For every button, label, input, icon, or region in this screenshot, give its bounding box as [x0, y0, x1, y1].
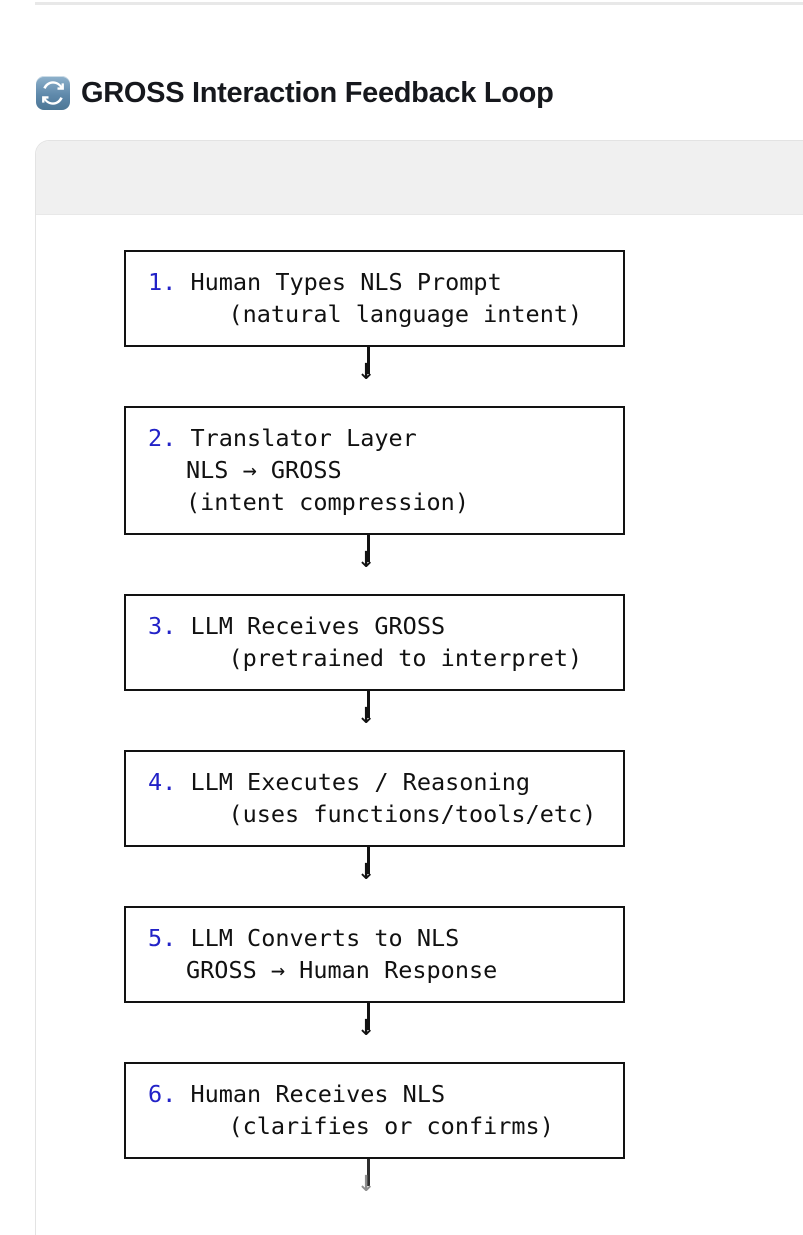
flow-arrow-stem [367, 691, 370, 718]
down-arrow-icon: ↓ [357, 696, 376, 731]
flow-step-text: LLM Converts to NLS [190, 924, 460, 952]
flow-step-box: 1. Human Types NLS Prompt (natural langu… [124, 250, 625, 347]
flow-step-number: 2. [148, 424, 177, 452]
flow-step-box: 4. LLM Executes / Reasoning (uses functi… [124, 750, 625, 847]
flow-step-text: LLM Receives GROSS [190, 612, 446, 640]
down-arrow-icon: ↓ [357, 1008, 376, 1043]
flow-step-text: Translator Layer [190, 424, 417, 452]
flow-step-box: 3. LLM Receives GROSS (pretrained to int… [124, 594, 625, 691]
diagram-card: 1. Human Types NLS Prompt (natural langu… [35, 140, 803, 1235]
flow-step-line: (pretrained to interpret) [186, 644, 583, 672]
flow-step-line: NLS → GROSS [186, 456, 342, 484]
card-header-bar [36, 141, 803, 215]
flow-arrow: ↓ [124, 1159, 625, 1218]
flow-step-box: 6. Human Receives NLS (clarifies or conf… [124, 1062, 625, 1159]
flow-arrow: ↓ [124, 1003, 625, 1062]
flow-arrow: ↓ [124, 347, 625, 406]
flow-step-line: 2. Translator Layer [148, 422, 607, 454]
flow-arrow-stem [367, 1003, 370, 1030]
flow-step-number: 3. [148, 612, 177, 640]
flow-arrow-stem [367, 1159, 370, 1186]
flow-step-number: 4. [148, 768, 177, 796]
sync-arrows-icon [36, 76, 70, 110]
flow-step-line: 6. Human Receives NLS [148, 1078, 607, 1110]
flow-step-line: 5. LLM Converts to NLS [148, 922, 607, 954]
flow-arrow-stem [367, 847, 370, 874]
flow-step-text: Human Receives NLS [190, 1080, 446, 1108]
flow-step-number: 6. [148, 1080, 177, 1108]
flow-step-line: GROSS → Human Response [186, 956, 498, 984]
flow-step-line: (intent compression) [186, 488, 469, 516]
flow-step-line: (uses functions/tools/etc) [186, 800, 597, 828]
down-arrow-icon: ↓ [357, 352, 376, 387]
flow-arrow: ↓ [124, 691, 625, 750]
flow-arrow-stem [367, 347, 370, 374]
flow-step-number: 5. [148, 924, 177, 952]
flow-arrow-stem [367, 535, 370, 562]
flow-step-line: (natural language intent) [186, 300, 583, 328]
flow-step-line: 4. LLM Executes / Reasoning [148, 766, 607, 798]
flow-step-text: LLM Executes / Reasoning [190, 768, 531, 796]
flow-step-line: (clarifies or confirms) [186, 1112, 554, 1140]
flow-arrow: ↓ [124, 847, 625, 906]
flow-step-line: 1. Human Types NLS Prompt [148, 266, 607, 298]
down-arrow-icon: ↓ [357, 1164, 376, 1199]
flow-arrow: ↓ [124, 535, 625, 594]
page-heading: GROSS Interaction Feedback Loop [36, 70, 554, 116]
down-arrow-icon: ↓ [357, 540, 376, 575]
top-divider [35, 2, 803, 5]
card-body: 1. Human Types NLS Prompt (natural langu… [36, 215, 803, 1235]
flow-step-line: 3. LLM Receives GROSS [148, 610, 607, 642]
flow-step-number: 1. [148, 268, 177, 296]
flowchart: 1. Human Types NLS Prompt (natural langu… [124, 250, 625, 1218]
page-title: GROSS Interaction Feedback Loop [81, 77, 554, 109]
down-arrow-icon: ↓ [357, 852, 376, 887]
flow-step-text: Human Types NLS Prompt [190, 268, 502, 296]
